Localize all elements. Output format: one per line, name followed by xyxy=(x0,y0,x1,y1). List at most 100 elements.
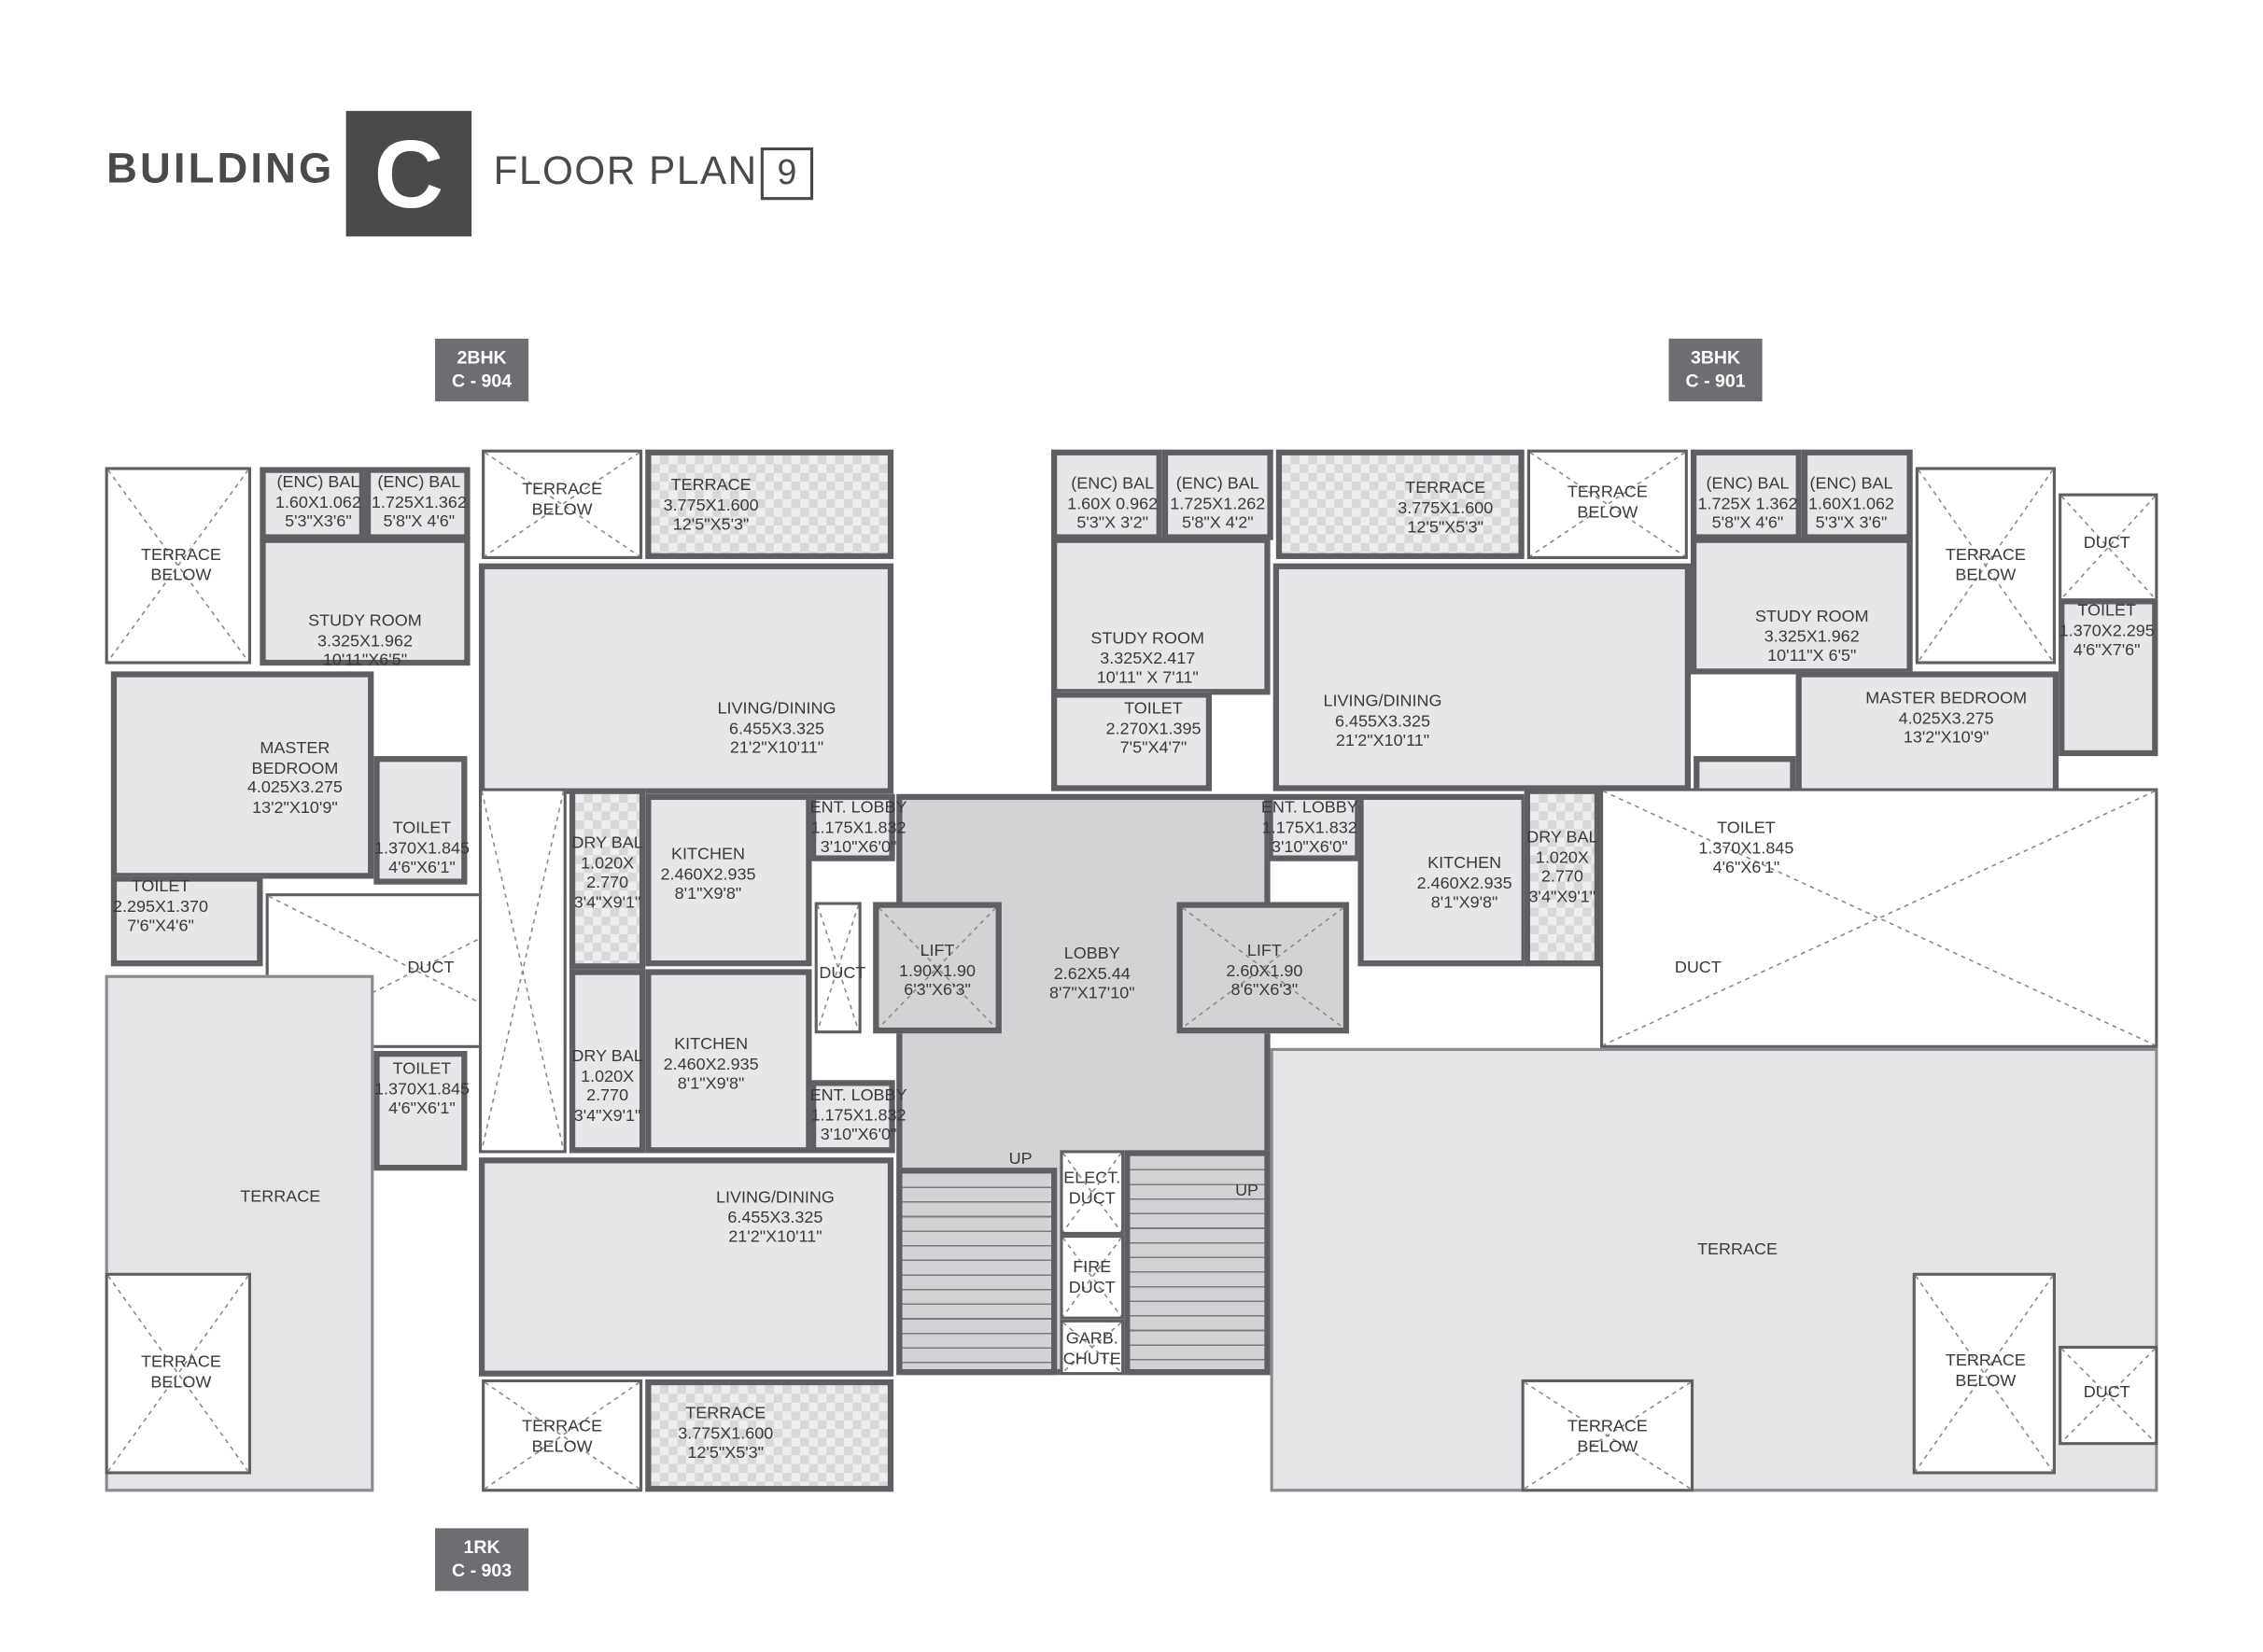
living-dining xyxy=(478,563,894,794)
label-line: TERRACE xyxy=(140,1353,221,1372)
terrace-label: TERRACE xyxy=(1697,1241,1778,1261)
label-line: ELECT. xyxy=(1063,1169,1121,1188)
floor-plan-label: FLOOR PLAN xyxy=(493,148,758,193)
label-line: KITCHEN xyxy=(671,846,745,864)
enc-balcony xyxy=(1690,449,1802,540)
label-line: 5'8"X 4'6" xyxy=(1711,514,1784,533)
label-line: 21'2"X10'11" xyxy=(728,1228,822,1247)
toilet xyxy=(1051,692,1213,791)
toilet xyxy=(373,1051,468,1171)
label-line: 1.725X1.362 xyxy=(371,493,467,511)
cross-hatch-icon xyxy=(1919,470,2053,662)
label-line: DUCT xyxy=(1674,959,1722,977)
living-dining xyxy=(1272,563,1691,791)
duct xyxy=(1600,788,2158,1048)
label-line: 6.455X3.325 xyxy=(1334,712,1431,731)
label-line: 2.460X2.935 xyxy=(660,865,756,884)
label-line: (ENC) BAL xyxy=(1175,475,1259,494)
lift xyxy=(1176,902,1350,1034)
kitchen xyxy=(1357,793,1527,967)
label-line: TOILET xyxy=(392,819,452,838)
label-line: 1.370X1.845 xyxy=(373,839,470,858)
label-line: TOILET xyxy=(392,1060,452,1079)
electrical-duct xyxy=(1060,1150,1125,1236)
terrace xyxy=(645,1379,894,1492)
label-line: 1.175X1.832 xyxy=(1261,819,1357,837)
label-line: BELOW xyxy=(1955,566,2017,584)
label-line: LIVING/DINING xyxy=(1323,693,1442,711)
duct-label: DUCT xyxy=(819,965,865,985)
label-line: 13'2"X10'9" xyxy=(252,799,338,818)
unit-number: C - 904 xyxy=(452,371,513,392)
label-line: DUCT xyxy=(407,959,455,977)
staircase xyxy=(1124,1150,1271,1376)
label-line: 10'11" X 7'11" xyxy=(1096,669,1199,688)
garbage-chute-label: GARB.CHUTE xyxy=(1063,1330,1121,1369)
dry-balcony xyxy=(569,788,646,970)
label-line: 1.175X1.832 xyxy=(810,819,907,837)
label-line: BELOW xyxy=(531,500,593,519)
label-line: 3'10"X6'0" xyxy=(820,1126,897,1144)
label-line: TERRACE xyxy=(1945,1351,2026,1370)
label-line: STUDY ROOM xyxy=(1090,630,1205,648)
staircase-label: UP xyxy=(1235,1183,1258,1202)
label-line: 3.775X1.600 xyxy=(1398,499,1494,518)
void-shaft xyxy=(478,788,567,1154)
label-line: 1.370X1.845 xyxy=(1698,839,1794,858)
label-line: FIRE xyxy=(1073,1258,1112,1277)
label-line: 4.025X3.275 xyxy=(1898,709,1994,728)
label-line: MASTER xyxy=(260,739,330,758)
toilet xyxy=(110,875,263,967)
label-line: GARB. xyxy=(1065,1330,1118,1349)
label-line: (ENC) BAL xyxy=(1071,475,1155,494)
toilet xyxy=(373,756,468,885)
label-line: BELOW xyxy=(150,566,212,584)
label-line: 2.770 xyxy=(1540,868,1583,887)
label-line: 3.325X1.962 xyxy=(1764,627,1860,646)
label-line: 3.775X1.600 xyxy=(678,1424,774,1443)
label-line: 1.90X1.90 xyxy=(899,962,977,980)
label-line: DUCT xyxy=(2083,1383,2130,1402)
label-line: 12'5"X5'3" xyxy=(1407,519,1484,538)
label-line: 13'2"X10'9" xyxy=(1903,729,1989,748)
label-line: 4'6"X6'1" xyxy=(388,1099,456,1118)
label-line: ENT. LOBBY xyxy=(809,799,907,818)
label-line: LIFT xyxy=(1246,942,1282,960)
label-line: 2.270X1.395 xyxy=(1105,720,1202,738)
label-line: TERRACE xyxy=(140,546,221,565)
label-line: 1.175X1.832 xyxy=(810,1106,907,1125)
label-line: DRY BAL xyxy=(1526,829,1598,847)
label-line: TERRACE xyxy=(1697,1240,1778,1259)
terrace-below xyxy=(482,449,643,559)
label-line: 2.770 xyxy=(586,1087,629,1105)
label-line: 3'4"X9'1" xyxy=(573,893,641,912)
fire-duct xyxy=(1060,1235,1125,1320)
cross-hatch-icon xyxy=(1063,1238,1122,1316)
label-line: 3.325X2.417 xyxy=(1100,650,1196,668)
label-line: LIVING/DINING xyxy=(715,1189,835,1207)
label-line: ENT. LOBBY xyxy=(809,1086,907,1105)
label-line: 2.62X5.44 xyxy=(1053,965,1131,983)
label-line: 4'6"X6'1" xyxy=(1712,859,1780,877)
cross-hatch-icon xyxy=(1183,908,1343,1028)
building-label: BUILDING xyxy=(106,146,335,193)
